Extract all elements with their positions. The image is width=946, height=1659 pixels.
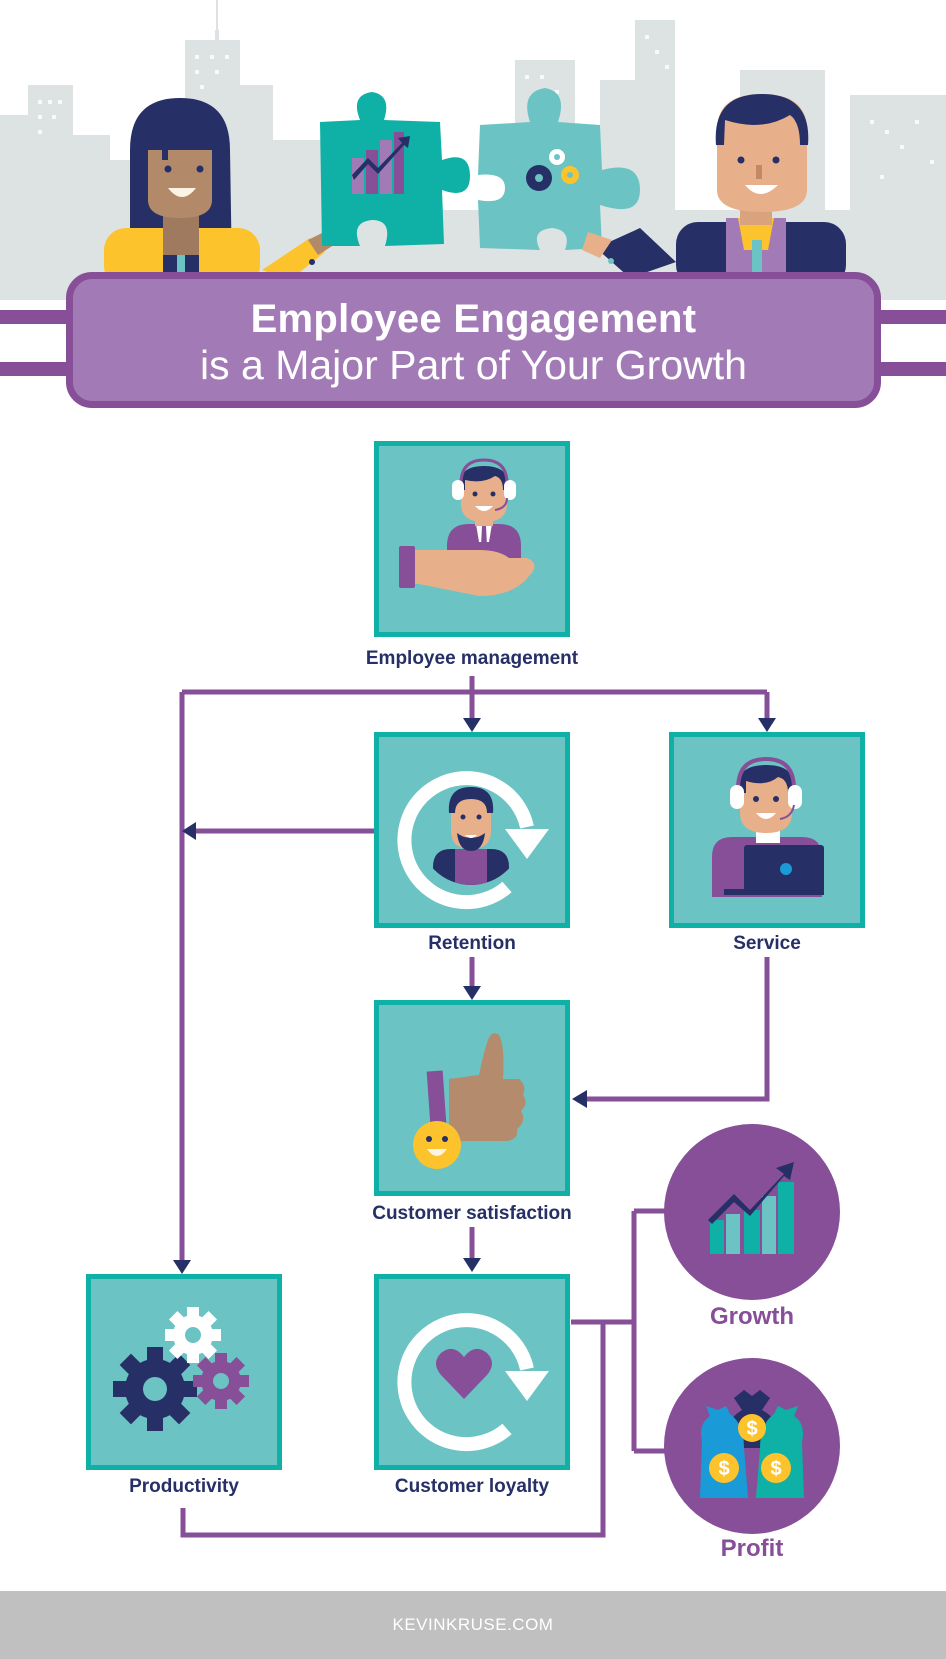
puzzle-piece-chart-icon (320, 92, 470, 246)
banner-stripe-right-top (877, 310, 946, 324)
footer-site-link[interactable]: KEVINKRUSE.COM (0, 1591, 946, 1659)
puzzle-piece-gears-icon (478, 88, 640, 250)
retention-cycle-icon (397, 771, 549, 910)
node-employee-management (374, 441, 570, 637)
banner-stripe-left-top (0, 310, 70, 324)
node-service (669, 732, 865, 928)
hand-holding-employee-icon (399, 458, 535, 596)
arrowhead-to-productivity (173, 1260, 191, 1274)
label-productivity: Productivity (129, 1476, 239, 1497)
banner-stripe-right-bottom (877, 362, 946, 376)
label-customer-loyalty: Customer loyalty (394, 1476, 550, 1497)
connector-service-to-satisfaction (584, 957, 770, 1102)
skyline-windows (38, 35, 934, 179)
arrowhead-to-satisfaction (463, 986, 481, 1000)
service-agent-laptop-icon (712, 756, 824, 897)
title-banner: Employee Engagement is a Major Part of Y… (66, 272, 881, 408)
label-service: Service (733, 933, 801, 954)
money-bags-icon: $ $ $ (700, 1390, 804, 1498)
label-growth: Growth (710, 1303, 794, 1330)
node-retention (374, 732, 570, 928)
node-productivity (86, 1274, 282, 1470)
node-profit: $ $ $ (664, 1358, 840, 1534)
node-customer-satisfaction (374, 1000, 570, 1196)
page-subtitle: is a Major Part of Your Growth (200, 342, 747, 388)
arrowhead-to-loyalty (463, 1258, 481, 1272)
label-customer-satisfaction: Customer satisfaction (372, 1203, 572, 1224)
node-growth (664, 1124, 840, 1300)
label-profit: Profit (720, 1535, 784, 1562)
arrowhead-to-productivity-left (182, 822, 196, 840)
page-title: Employee Engagement (250, 297, 697, 341)
label-retention: Retention (428, 933, 516, 954)
banner-stripe-left-bottom (0, 362, 70, 376)
heart-cycle-icon (397, 1313, 549, 1452)
growth-chart-icon (708, 1162, 794, 1254)
arrowhead-to-service (758, 718, 776, 732)
arrowhead-service-to-satisfaction (572, 1090, 587, 1108)
label-employee-management: Employee management (365, 648, 579, 669)
thumbs-up-smiley-icon (413, 1033, 526, 1169)
coin-symbol-left: $ (718, 1458, 729, 1480)
gears-icon (113, 1307, 249, 1431)
node-customer-loyalty (374, 1274, 570, 1470)
coin-symbol-right: $ (770, 1458, 781, 1480)
arrowhead-to-retention (463, 718, 481, 732)
coin-symbol-top: $ (746, 1418, 757, 1440)
